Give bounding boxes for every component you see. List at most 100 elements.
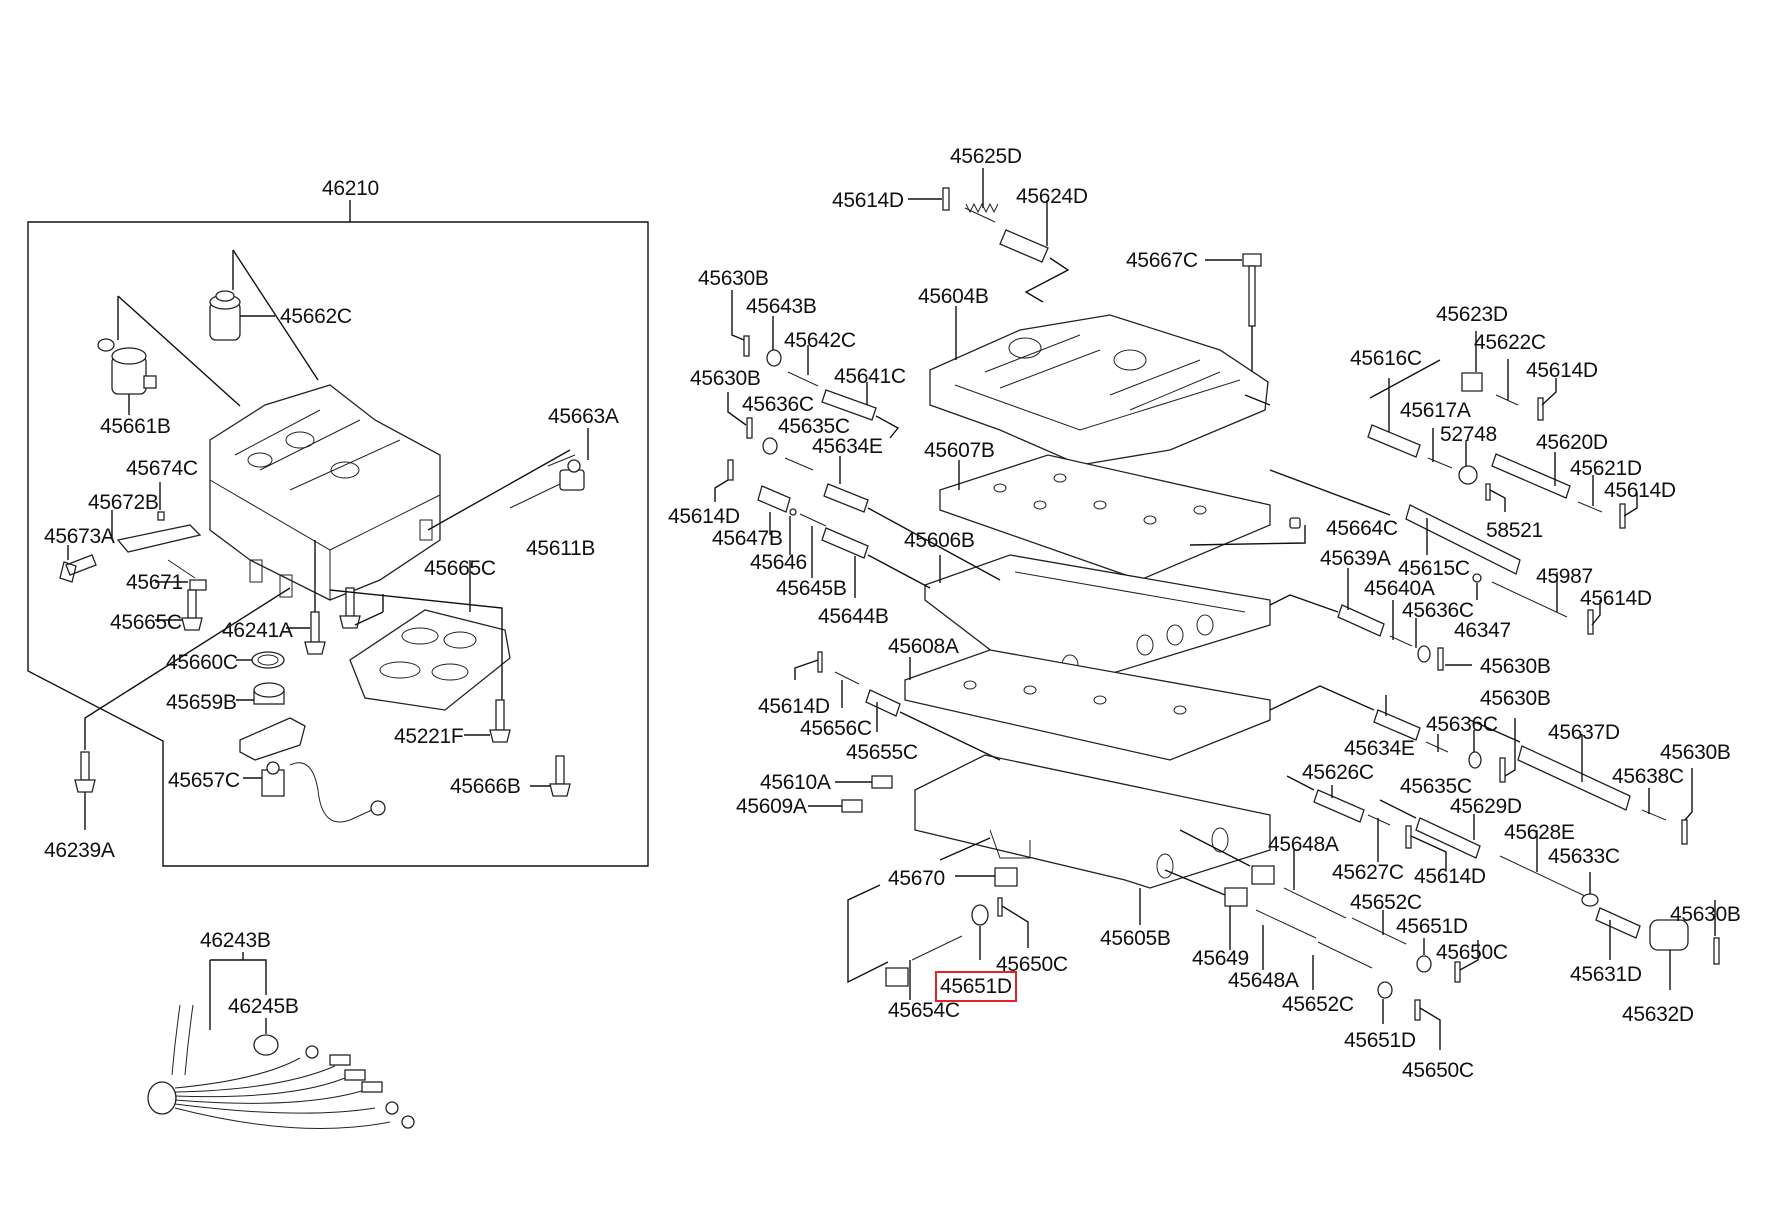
label-part-45621D[interactable]: 45621D — [1570, 457, 1642, 480]
label-part-45636C[interactable]: 45636C — [1426, 713, 1498, 736]
label-part-45651D[interactable]: 45651D — [1396, 915, 1468, 938]
solenoid-45662C[interactable] — [209, 249, 319, 381]
solenoid-45661B[interactable] — [97, 295, 241, 415]
label-part-46239A[interactable]: 46239A — [44, 839, 115, 862]
label-part-45648A[interactable]: 45648A — [1268, 833, 1339, 856]
label-part-45615C[interactable]: 45615C — [1398, 557, 1470, 580]
label-part-45674C[interactable]: 45674C — [126, 457, 198, 480]
label-part-45651D-highlighted[interactable]: 45651D — [935, 971, 1017, 1002]
label-part-45652C[interactable]: 45652C — [1350, 891, 1422, 914]
label-part-45630B[interactable]: 45630B — [1480, 687, 1551, 710]
label-part-45623D[interactable]: 45623D — [1436, 303, 1508, 326]
label-part-45634E[interactable]: 45634E — [812, 435, 883, 458]
label-part-45646[interactable]: 45646 — [750, 551, 807, 574]
label-part-45614D[interactable]: 45614D — [1580, 587, 1652, 610]
bottom-valve-train-drawing — [847, 837, 1029, 1000]
label-part-45662C[interactable]: 45662C — [280, 305, 352, 328]
label-part-45645B[interactable]: 45645B — [776, 577, 847, 600]
label-part-45614D[interactable]: 45614D — [668, 505, 740, 528]
label-part-52748[interactable]: 52748 — [1440, 423, 1497, 446]
label-part-45649[interactable]: 45649 — [1192, 947, 1249, 970]
label-part-45650C[interactable]: 45650C — [996, 953, 1068, 976]
label-part-45617A[interactable]: 45617A — [1400, 399, 1471, 422]
label-part-45616C[interactable]: 45616C — [1350, 347, 1422, 370]
label-part-45639A[interactable]: 45639A — [1320, 547, 1391, 570]
label-part-45634E[interactable]: 45634E — [1344, 737, 1415, 760]
gasket-45657C-seal-drawing — [239, 717, 306, 761]
label-part-45627C[interactable]: 45627C — [1332, 861, 1404, 884]
label-part-46243B[interactable]: 46243B — [200, 929, 271, 952]
label-part-45608A[interactable]: 45608A — [888, 635, 959, 658]
label-part-45656C[interactable]: 45656C — [800, 717, 872, 740]
label-part-45637D[interactable]: 45637D — [1548, 721, 1620, 744]
label-part-45666B[interactable]: 45666B — [450, 775, 521, 798]
label-part-45636C[interactable]: 45636C — [742, 393, 814, 416]
label-part-45221F[interactable]: 45221F — [394, 725, 464, 748]
label-part-45665C[interactable]: 45665C — [110, 611, 182, 634]
label-part-45663A[interactable]: 45663A — [548, 405, 619, 428]
label-part-45642C[interactable]: 45642C — [784, 329, 856, 352]
label-part-45670[interactable]: 45670 — [888, 867, 945, 890]
label-part-45652C[interactable]: 45652C — [1282, 993, 1354, 1016]
label-part-45620D[interactable]: 45620D — [1536, 431, 1608, 454]
label-part-45606B[interactable]: 45606B — [904, 529, 975, 552]
label-part-45630B[interactable]: 45630B — [1660, 741, 1731, 764]
label-part-45630B[interactable]: 45630B — [1670, 903, 1741, 926]
label-part-45643B[interactable]: 45643B — [746, 295, 817, 318]
label-part-45647B[interactable]: 45647B — [712, 527, 783, 550]
label-part-45665C[interactable]: 45665C — [424, 557, 496, 580]
label-part-45607B[interactable]: 45607B — [924, 439, 995, 462]
label-part-45641C[interactable]: 45641C — [834, 365, 906, 388]
label-part-45622C[interactable]: 45622C — [1474, 331, 1546, 354]
label-part-45630B[interactable]: 45630B — [698, 267, 769, 290]
label-part-45636C[interactable]: 45636C — [1402, 599, 1474, 622]
label-part-45640A[interactable]: 45640A — [1364, 577, 1435, 600]
label-part-45650C[interactable]: 45650C — [1436, 941, 1508, 964]
label-part-45630B[interactable]: 45630B — [690, 367, 761, 390]
label-part-45659B[interactable]: 45659B — [166, 691, 237, 714]
label-part-45635C[interactable]: 45635C — [778, 415, 850, 438]
label-part-45633C[interactable]: 45633C — [1548, 845, 1620, 868]
label-part-45660C[interactable]: 45660C — [166, 651, 238, 674]
label-part-45644B[interactable]: 45644B — [818, 605, 889, 628]
label-part-45614D[interactable]: 45614D — [758, 695, 830, 718]
label-part-45655C[interactable]: 45655C — [846, 741, 918, 764]
label-part-45631D[interactable]: 45631D — [1570, 963, 1642, 986]
label-part-45667C[interactable]: 45667C — [1126, 249, 1198, 272]
label-part-45632D[interactable]: 45632D — [1622, 1003, 1694, 1026]
label-part-45661B[interactable]: 45661B — [100, 415, 171, 438]
label-part-46241A[interactable]: 46241A — [222, 619, 293, 642]
label-part-45611B[interactable]: 45611B — [526, 537, 596, 560]
solenoid-45663A[interactable] — [509, 428, 589, 509]
label-part-46347[interactable]: 46347 — [1454, 619, 1511, 642]
label-part-45604B[interactable]: 45604B — [918, 285, 989, 308]
label-part-45614D[interactable]: 45614D — [832, 189, 904, 212]
label-part-45628E[interactable]: 45628E — [1504, 821, 1575, 844]
label-part-45629D[interactable]: 45629D — [1450, 795, 1522, 818]
label-part-45671[interactable]: 45671 — [126, 571, 183, 594]
label-part-45624D[interactable]: 45624D — [1016, 185, 1088, 208]
label-part-45657C[interactable]: 45657C — [168, 769, 240, 792]
label-part-45635C[interactable]: 45635C — [1400, 775, 1472, 798]
label-part-45614D[interactable]: 45614D — [1604, 479, 1676, 502]
label-part-45672B[interactable]: 45672B — [88, 491, 159, 514]
label-part-45987[interactable]: 45987 — [1536, 565, 1593, 588]
label-part-45651D[interactable]: 45651D — [1344, 1029, 1416, 1052]
label-part-45673A[interactable]: 45673A — [44, 525, 115, 548]
label-part-45654C[interactable]: 45654C — [888, 999, 960, 1022]
label-part-46245B[interactable]: 46245B — [228, 995, 299, 1018]
label-part-45609A[interactable]: 45609A — [736, 795, 807, 818]
label-part-45650C[interactable]: 45650C — [1402, 1059, 1474, 1082]
label-part-45610A[interactable]: 45610A — [760, 771, 831, 794]
label-part-45605B[interactable]: 45605B — [1100, 927, 1171, 950]
label-part-45626C[interactable]: 45626C — [1302, 761, 1374, 784]
label-part-45648A[interactable]: 45648A — [1228, 969, 1299, 992]
label-part-45625D[interactable]: 45625D — [950, 145, 1022, 168]
label-part-58521[interactable]: 58521 — [1486, 519, 1543, 542]
label-part-46210[interactable]: 46210 — [322, 177, 379, 200]
label-part-45614D[interactable]: 45614D — [1414, 865, 1486, 888]
label-part-45638C[interactable]: 45638C — [1612, 765, 1684, 788]
label-part-45664C[interactable]: 45664C — [1326, 517, 1398, 540]
label-part-45630B[interactable]: 45630B — [1480, 655, 1551, 678]
label-part-45614D[interactable]: 45614D — [1526, 359, 1598, 382]
